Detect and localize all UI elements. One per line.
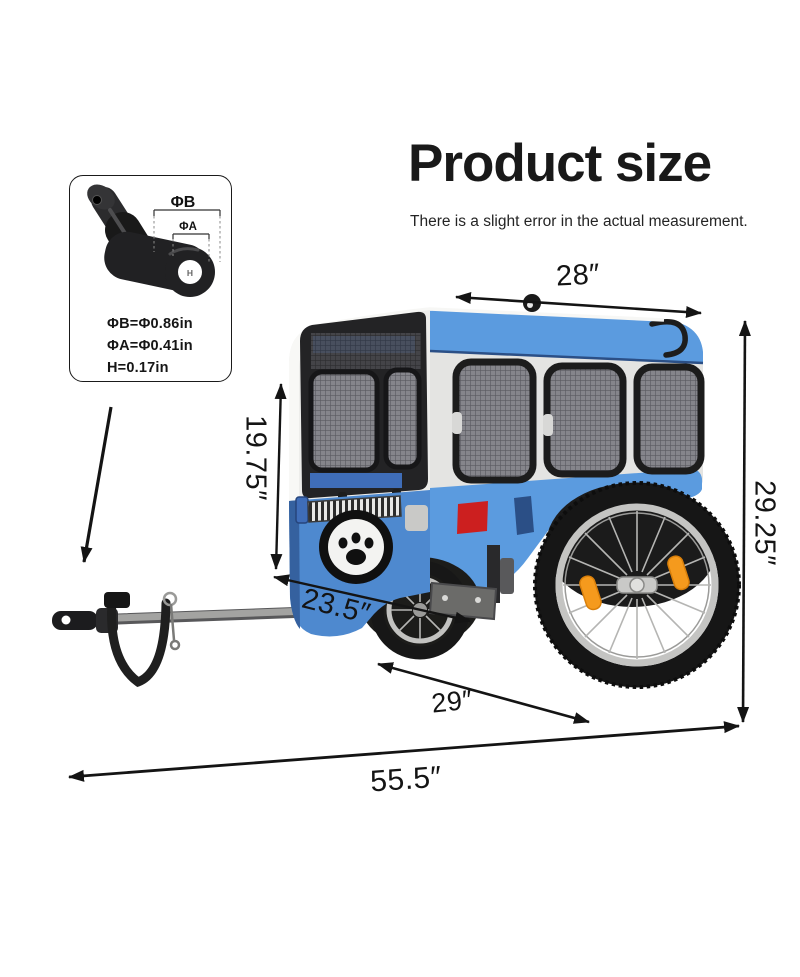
dim-line-door-height: [270, 383, 287, 570]
dim-label-overall-height: 29.25″: [748, 480, 781, 566]
rear-wheel: [533, 481, 741, 689]
orange-reflector: [667, 555, 690, 591]
coupler-base: H: [104, 231, 215, 297]
hitch-detail-inset: H ΦB ΦA ΦB=Φ0.86in ΦA=Φ0.41in H=0.17in: [69, 175, 232, 382]
dim-line-roof-width: [455, 291, 702, 319]
rear-handle: [649, 319, 688, 358]
spec-h: H=0.17in: [107, 360, 169, 376]
safety-strap: [104, 591, 181, 688]
phi-a-label: ΦA: [179, 221, 197, 233]
coupler-specs: ΦB=Φ0.86in ΦA=Φ0.41in H=0.17in: [107, 313, 193, 379]
dimension-arrows: [68, 291, 751, 782]
coupler-callouts: [153, 209, 221, 264]
reflective-strips: [295, 495, 428, 531]
red-reflector: [457, 501, 488, 534]
h-label: H: [187, 268, 193, 278]
dim-line-hitch-length: [273, 574, 471, 624]
spec-phi-a: ΦA=Φ0.41in: [107, 338, 193, 354]
dim-line-overall-height: [737, 320, 751, 723]
page-title: Product size: [408, 134, 712, 193]
front-door: [300, 311, 428, 526]
hitch-coupler-image: H ΦB ΦA: [87, 184, 221, 297]
side-roof-stripe: [430, 310, 703, 363]
side-windows: [452, 358, 705, 484]
inset-pointer-arrow: [80, 406, 113, 563]
dim-label-overall-length: 55.5″: [369, 760, 443, 799]
orange-reflector: [579, 575, 602, 611]
spec-phi-b: ΦB=Φ0.86in: [107, 316, 193, 332]
dim-label-door-height: 19.75″: [239, 415, 272, 501]
dim-label-roof-width: 28″: [555, 258, 601, 293]
dim-line-overall-length: [68, 721, 740, 782]
paw-emblem: [319, 510, 393, 584]
page-subtitle: There is a slight error in the actual me…: [410, 213, 748, 230]
dim-line-floor-depth: [377, 662, 590, 724]
phi-b-label: ΦB: [171, 194, 196, 211]
dim-label-floor-depth: 29″: [429, 684, 474, 719]
skirt-seam: [514, 496, 534, 535]
